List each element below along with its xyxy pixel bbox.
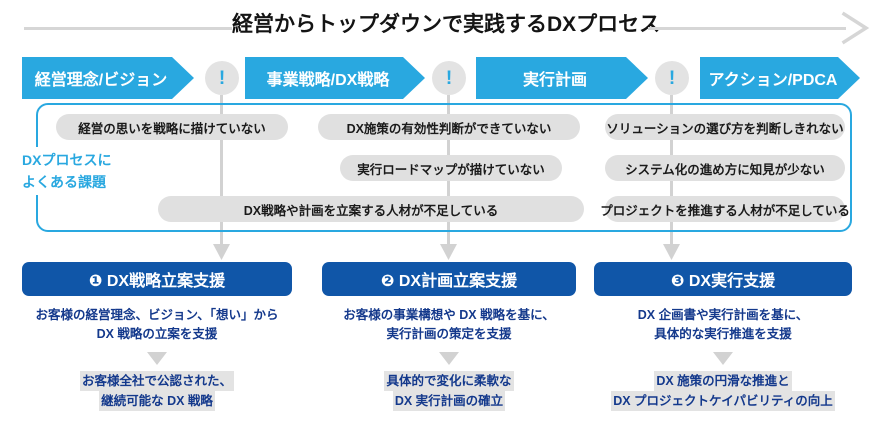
alert-icon-3: ! [655,61,689,95]
service-outcome-line-2: 継続可能な DX 戦略 [99,391,215,411]
service-description-2: お客様の事業構想や DX 戦略を基に、 実行計画の策定を支援 [322,306,576,344]
issue-pill: プロジェクトを推進する人材が不足している [600,196,850,222]
service-outcome-3: DX 施策の円滑な推進と DX プロジェクトケイパビリティの向上 [594,371,852,411]
right-arrow-icon [840,11,870,45]
issues-label-line-2: よくある課題 [22,174,106,190]
issues-panel-label: DXプロセスに よくある課題 [22,147,157,195]
alert-icon-1: ! [205,61,239,95]
service-desc-line-2: 実行計画の策定を支援 [386,327,512,341]
stage-label-1: 経営理念/ビジョン [34,72,168,89]
alert-glyph-3: ! [668,67,676,89]
service-outcome-2: 具体的で変化に柔軟な DX 実行計画の確立 [322,371,576,411]
service-desc-line-1: DX 企画書や実行計画を基に、 [637,308,809,322]
issue-pill: DX施策の有効性判断ができていない [318,114,580,140]
service-description-1: お客様の経営理念、ビジョン、「想い」から DX 戦略の立案を支援 [22,306,292,344]
service-header-1[interactable]: ❶ DX戦略立案支援 [22,262,292,296]
down-arrow-icon [713,352,733,365]
arrow-line-left [24,27,232,30]
service-outcome-1: お客様全社で公認された、 継続可能な DX 戦略 [22,371,292,411]
issue-pill: DX戦略や計画を立案する人材が不足している [158,196,584,222]
down-arrow-icon [147,352,167,365]
issue-pill: システム化の進め方に知見が少ない [605,155,845,181]
issue-pill: 経営の思いを戦略に描けていない [56,114,288,140]
connector-arrow-icon-1 [213,244,230,260]
alert-icon-2: ! [432,61,466,95]
issue-pill: 実行ロードマップが描けていない [340,155,562,181]
service-desc-line-1: お客様の事業構想や DX 戦略を基に、 [343,308,555,322]
service-outcome-line-2: DX プロジェクトケイパビリティの向上 [611,391,835,411]
issue-pill: ソリューションの選び方を判断しきれない [605,114,845,140]
page-title: 経営からトップダウンで実践するDXプロセス [232,13,661,36]
service-outcome-line-1: 具体的で変化に柔軟な [384,371,514,391]
service-header-2[interactable]: ❷ DX計画立案支援 [322,262,576,296]
service-column-2: ❷ DX計画立案支援 お客様の事業構想や DX 戦略を基に、 実行計画の策定を支… [322,262,576,411]
stage-chevron-2[interactable]: 事業戦略/DX戦略 [245,57,425,99]
service-outcome-line-2: DX 実行計画の確立 [392,391,506,411]
stage-chevron-3[interactable]: 実行計画 [476,57,648,99]
stage-chevron-row: 経営理念/ビジョン ! 事業戦略/DX戦略 ! 実行計画 ! アクション/PDC… [0,57,880,99]
service-description-3: DX 企画書や実行計画を基に、 具体的な実行推進を支援 [594,306,852,344]
stage-chevron-1[interactable]: 経営理念/ビジョン [22,57,194,99]
stage-chevron-4[interactable]: アクション/PDCA [700,57,860,99]
connector-arrow-icon-2 [440,244,457,260]
stage-label-4: アクション/PDCA [708,72,838,89]
process-arrow-band: 経営からトップダウンで実践するDXプロセス [0,0,880,48]
alert-glyph-2: ! [445,67,453,89]
service-outcome-line-1: DX 施策の円滑な推進と [654,371,792,391]
connector-line-1 [220,95,223,255]
down-arrow-icon [439,352,459,365]
service-desc-line-2: 具体的な実行推進を支援 [654,327,792,341]
alert-glyph-1: ! [218,67,226,89]
issues-label-line-1: DXプロセスに [22,152,112,168]
stage-label-3: 実行計画 [522,72,587,89]
service-outcome-line-1: お客様全社で公認された、 [79,371,234,391]
stage-label-2: 事業戦略/DX戦略 [266,72,390,89]
service-desc-line-1: お客様の経営理念、ビジョン、「想い」から [35,308,279,322]
service-desc-line-2: DX 戦略の立案を支援 [96,327,218,341]
service-column-3: ❸ DX実行支援 DX 企画書や実行計画を基に、 具体的な実行推進を支援 DX … [594,262,852,411]
service-column-1: ❶ DX戦略立案支援 お客様の経営理念、ビジョン、「想い」から DX 戦略の立案… [22,262,292,411]
service-header-3[interactable]: ❸ DX実行支援 [594,262,852,296]
connector-arrow-icon-3 [663,244,680,260]
arrow-line-right [648,27,846,30]
